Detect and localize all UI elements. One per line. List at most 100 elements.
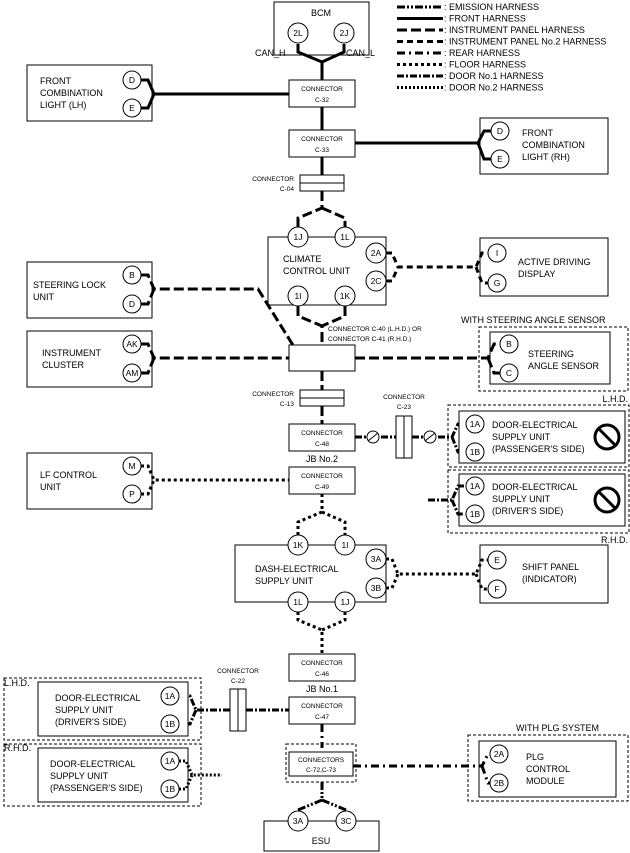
plg-line2: CONTROL: [526, 764, 570, 774]
front-combination-light-rh: FRONT COMBINATION LIGHT (RH) D E: [479, 117, 609, 175]
active-driving-display: ACTIVE DRIVING DISPLAY I G: [479, 237, 609, 297]
c72-esu-wire-b: [321, 798, 348, 812]
shift-pin-e: E: [494, 555, 500, 565]
steer-pin-b: B: [129, 270, 135, 280]
dps-line2: SUPPLY UNIT: [492, 432, 551, 442]
c47-line1: CONNECTOR: [301, 703, 343, 710]
dps-pin-1b: 1B: [470, 447, 481, 457]
frh-pin-d: D: [497, 126, 503, 136]
terminator-icon: [423, 430, 437, 444]
door-supply-driver-lhd: L.H.D. DOOR-ELECTRICAL SUPPLY UNIT (DRIV…: [3, 677, 202, 741]
steer-line2: UNIT: [33, 292, 54, 302]
steering-angle-sensor: WITH STEERING ANGLE SENSOR STEERING ANGL…: [461, 315, 629, 392]
dds-pin-1a: 1A: [470, 481, 481, 491]
sas-line1: STEERING: [528, 349, 574, 359]
ldd-line2: SUPPLY UNIT: [55, 705, 114, 715]
add-pin-g: G: [494, 278, 501, 288]
climate-add-wire-b: [386, 266, 400, 283]
climate-c40-wire-b: [321, 306, 347, 328]
junction-block-1: CONNECTOR C-46 JB No.1 CONNECTOR C-47: [288, 653, 356, 725]
dash-pin-1i: 1I: [341, 540, 348, 550]
c72-plg-wire-a: [353, 752, 490, 768]
inst-wire-b: [141, 357, 156, 375]
connector-c23: CONNECTOR C-23: [383, 394, 425, 459]
c22-line2: C-22: [231, 678, 245, 685]
legend-label: : FLOOR HARNESS: [444, 60, 526, 70]
frh-wire-b: [476, 142, 491, 161]
c72-plg-wire-b: [480, 765, 490, 785]
esu-title: ESU: [312, 836, 331, 846]
flh-wire-b: [141, 93, 156, 110]
bcm-pin-2l: 2L: [293, 28, 303, 38]
c48-line1: CONNECTOR: [301, 430, 343, 437]
dash-c46-wire-a: [296, 612, 324, 654]
legend-label: : FRONT HARNESS: [444, 14, 526, 24]
inst-line1: INSTRUMENT: [42, 348, 101, 358]
prohibited-icon: [593, 486, 621, 514]
frh-pin-e: E: [497, 154, 503, 164]
shift-pin-f: F: [494, 584, 499, 594]
bcm-title: BCM: [311, 8, 331, 18]
esu-pin-3c: 3C: [341, 816, 352, 826]
esu-pin-3a: 3A: [293, 816, 304, 826]
dash-pin-1l: 1L: [293, 597, 303, 607]
inst-line2: CLUSTER: [42, 360, 85, 370]
sas-line2: ANGLE SENSOR: [528, 361, 600, 371]
rdp-line2: SUPPLY UNIT: [50, 771, 109, 781]
c04-climate-wire-b: [321, 206, 347, 227]
shift-panel: SHIFT PANEL (INDICATOR) E F: [479, 544, 609, 604]
legend-label: : DOOR No.1 HARNESS: [444, 71, 544, 81]
add-pin-i: I: [496, 248, 498, 258]
dash-line1: DASH-ELECTRICAL: [255, 564, 339, 574]
dps-pin-1a: 1A: [470, 419, 481, 429]
connector-c72-c73: CONNECTORS C-72,C-73: [285, 743, 357, 783]
sas-pin-b: B: [506, 339, 512, 349]
sas-header: WITH STEERING ANGLE SENSOR: [461, 315, 606, 325]
c32-line2: C-32: [315, 97, 329, 104]
inst-wire-a: [141, 342, 289, 360]
legend-label: : INSTRUMENT PANEL HARNESS: [444, 25, 585, 35]
c23-line1: CONNECTOR: [383, 394, 425, 401]
c40-line1: CONNECTOR C-40 (L.H.D.) OR: [328, 326, 422, 333]
rdp-pin-1b: 1B: [165, 784, 176, 794]
plg-header: WITH PLG SYSTEM: [516, 723, 599, 733]
c04-climate-wire-a: [296, 191, 324, 227]
c49-line1: CONNECTOR: [301, 473, 343, 480]
plg-line3: MODULE: [526, 776, 565, 786]
lf-pin-p: P: [129, 489, 135, 499]
legend: : EMISSION HARNESS: FRONT HARNESS: INSTR…: [397, 2, 606, 93]
dds-tag: R.H.D.: [601, 535, 628, 545]
dash-line2: SUPPLY UNIT: [255, 576, 314, 586]
c47-line2: C-47: [315, 714, 329, 721]
c49-dash-wire-a: [296, 494, 324, 535]
flh-line2: COMBINATION: [40, 88, 103, 98]
c13-line1: CONNECTOR: [252, 391, 294, 398]
shift-line2: (INDICATOR): [522, 574, 577, 584]
terminator-icon: [366, 430, 380, 444]
frh-wire-a: [355, 129, 491, 145]
c46-line2: C-46: [315, 671, 329, 678]
steer-line1: STEERING LOCK: [33, 280, 106, 290]
climate-pin-1j: 1J: [294, 232, 303, 242]
ldd-line3: (DRIVER'S SIDE): [55, 717, 126, 727]
legend-label: : DOOR No.2 HARNESS: [444, 83, 544, 93]
dds-line3: (DRIVER'S SIDE): [492, 506, 563, 516]
dash-electrical-supply-unit: 1K 1I DASH-ELECTRICAL SUPPLY UNIT 1L 1J …: [234, 534, 387, 613]
dash-shift-wire-a: [386, 557, 488, 576]
frh-line3: LIGHT (RH): [522, 152, 570, 162]
shift-line1: SHIFT PANEL: [522, 562, 579, 572]
dash-shift-wire-b: [386, 573, 400, 590]
flh-pin-d: D: [129, 75, 135, 85]
can-h-label: CAN_H: [255, 48, 286, 58]
junction-block-2: CONNECTOR C-48 JB No.2 CONNECTOR C-49: [288, 423, 356, 495]
c46-line1: CONNECTOR: [301, 660, 343, 667]
connector-c22: CONNECTOR C-22: [217, 668, 259, 732]
plg-control-module: WITH PLG SYSTEM PLG CONTROL MODULE 2A 2B: [467, 723, 629, 802]
plg-line1: PLG: [526, 752, 544, 762]
steer-pin-d: D: [129, 299, 135, 309]
c49-line2: C-49: [315, 484, 329, 491]
inst-pin-am: AM: [126, 368, 139, 378]
flh-pin-e: E: [129, 103, 135, 113]
c72-line1: CONNECTORS: [298, 757, 345, 764]
c32-line1: CONNECTOR: [301, 86, 343, 93]
